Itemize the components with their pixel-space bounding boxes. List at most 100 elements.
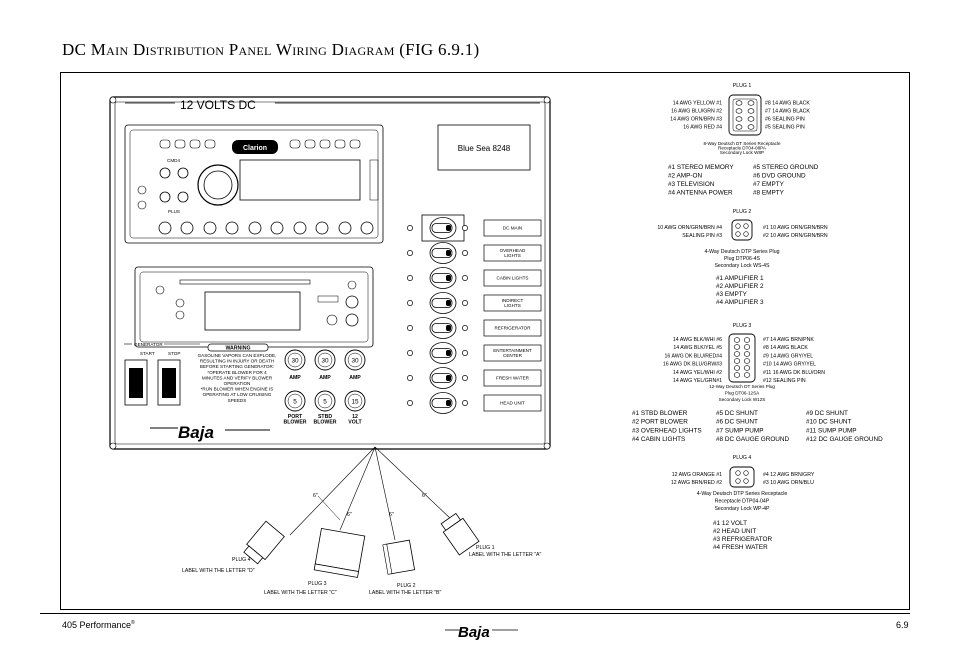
- connector-caption: Secondary Lock W12S: [719, 397, 766, 402]
- switch-label-box: [483, 319, 542, 337]
- generator-label: GENERATOR: [134, 342, 163, 347]
- pin-wire-label: #4 12 AWG BRN/GRY: [763, 472, 815, 478]
- switch-label: HEAD UNIT: [500, 401, 525, 406]
- connector-caption: Secondary Lock WS-4S: [714, 263, 770, 269]
- pin-wire-label: 14 AWG BLK/YEL #5: [673, 345, 722, 351]
- warning-text: GASOLINE VAPORS CAN EXPLODE,RESULTING IN…: [198, 353, 277, 403]
- pin-wire-label: 16 AWG BLU/GRN #2: [671, 109, 722, 115]
- radio-button-icon[interactable]: [177, 167, 189, 179]
- plug4-pinout: PLUG 4 12 AWG ORANGE #112 AWG BRN/RED #2…: [671, 455, 815, 551]
- footer-baja-logo: Baja: [458, 624, 490, 641]
- footer-model-text: 405 Performance: [62, 620, 132, 630]
- pin-wire-label: #7 14 AWG BRN/PNK: [763, 337, 814, 343]
- amp-label: AMP: [349, 375, 361, 381]
- warning-line: OPERATING AT LOW CRUISING: [203, 392, 272, 397]
- warning-line: *RUN BLOWER WHEN ENGINE IS: [201, 387, 274, 392]
- pin-function: #12 DC GAUGE GROUND: [806, 436, 883, 443]
- page-title: DC Main Distribution Panel Wiring Diagra…: [62, 40, 480, 59]
- dvd-display: [204, 291, 301, 331]
- pin-wire-label: #1 10 AWG ORN/GRN/BRN: [763, 225, 828, 231]
- amp-label: AMP: [319, 375, 331, 381]
- plug1-pinout: PLUG 1 14 AWG YELLOW #116 AWG BLU/GRN #2…: [668, 83, 819, 197]
- radio-button-icon[interactable]: [159, 191, 171, 203]
- stop-button-icon[interactable]: [175, 310, 185, 320]
- pin-function: #7 SUMP PUMP: [716, 427, 763, 434]
- breaker-rating: 15: [351, 399, 359, 406]
- footer-rule: [40, 613, 910, 614]
- plug1-name: PLUG 1: [476, 545, 495, 551]
- plug2-name: PLUG 2: [397, 583, 416, 589]
- pin-function: #4 CABIN LIGHTS: [632, 436, 685, 443]
- start-label: START: [140, 351, 155, 356]
- switch-label-box: [483, 244, 542, 262]
- breaker-ring: [317, 352, 333, 368]
- battery-monitor: [437, 124, 531, 171]
- indicator-led-icon: [407, 250, 413, 256]
- connector-caption: Secondary Lock WP-4P: [714, 506, 770, 512]
- plug2-title: PLUG 2: [733, 209, 752, 215]
- pin-wire-label: 16 AWG DK BLU/RED#4: [665, 353, 723, 359]
- breaker-label: STBD: [318, 414, 332, 420]
- pin-function: #1 STEREO MEMORY: [668, 164, 734, 171]
- pin-wire-label: 16 AWG DK BLU/GRW#3: [663, 362, 722, 368]
- connector-caption: 4-Way Deutsch DTP Series Plug: [705, 249, 780, 255]
- plug1-receptacle-icon: [728, 94, 762, 136]
- connector-caption: Receptacle DTP04-04P: [715, 499, 770, 505]
- toggle-knob: [446, 225, 451, 231]
- eject-button-icon[interactable]: [345, 295, 359, 309]
- pin-wire-label: #8 14 AWG BLACK: [763, 345, 808, 351]
- breaker-rating: 5: [293, 399, 297, 406]
- indicator-led-icon: [462, 350, 468, 356]
- pin-function: #2 PORT BLOWER: [632, 419, 688, 426]
- pin-function: #3 EMPTY: [716, 291, 748, 298]
- connector-caption: Plug DT06-12SA: [725, 390, 760, 395]
- pin-wire-label: #9 14 AWG GRY/YEL: [763, 353, 813, 359]
- connector-caption: 12-Way Deutsch DT Series Plug: [709, 384, 775, 389]
- connector-harness: 6" 6" 6" 6" PLUG 4 LABEL WITH THE LETTER…: [182, 446, 541, 596]
- switch-label: FRESH WATER: [496, 376, 530, 381]
- warning-line: GASOLINE VAPORS CAN EXPLODE,: [198, 353, 277, 358]
- radio-button-icon[interactable]: [177, 191, 189, 203]
- disc-slot: [179, 279, 311, 285]
- pin-wire-label: #6 SEALING PIN: [765, 117, 805, 123]
- cmd-label: CMD4: [167, 158, 180, 163]
- plug2-connector-icon: [382, 539, 416, 575]
- pin-function: #5 STEREO GROUND: [753, 164, 819, 171]
- pin-wire-label: 12 AWG BRN/RED #2: [671, 480, 722, 486]
- indicator-led-icon: [462, 275, 468, 281]
- breaker-rating: 30: [291, 358, 299, 365]
- warning-line: *OPERATE BLOWER FOR 4: [207, 370, 267, 375]
- plug4-label: LABEL WITH THE LETTER "D": [182, 568, 255, 574]
- breaker-ring: [287, 393, 303, 409]
- play-button-icon[interactable]: [175, 298, 185, 308]
- breaker-ring: [287, 352, 303, 368]
- switch-label-box: [483, 294, 542, 312]
- switch-label-box: [483, 394, 542, 412]
- radio-button-icon[interactable]: [159, 167, 171, 179]
- pin-function: #4 ANTENNA POWER: [668, 190, 733, 197]
- indicator-led-icon: [407, 375, 413, 381]
- toggle-knob: [446, 325, 451, 331]
- breaker-rating: 5: [323, 399, 327, 406]
- indicator-led-icon: [407, 350, 413, 356]
- power-button-icon[interactable]: [155, 285, 165, 295]
- length-label: 6": [313, 493, 318, 499]
- warning-line: BEFORE STARTING GENERATOR:: [200, 364, 274, 369]
- pin-function: #1 STBD BLOWER: [632, 410, 688, 417]
- radio-brand: Clarion: [243, 145, 267, 152]
- screw-icon: [543, 96, 551, 104]
- connector-caption: Receptacle DT04-08PA: [718, 146, 767, 151]
- connector-caption: 8-Way Deutsch DT Series Receptacle: [703, 141, 781, 146]
- diagram-frame: [60, 72, 910, 610]
- pin-function: #3 REFRIGERATOR: [713, 536, 772, 543]
- indicator-led-icon: [462, 225, 468, 231]
- indicator-led-icon: [462, 250, 468, 256]
- amp-label: AMP: [289, 375, 301, 381]
- plug3-title: PLUG 3: [733, 323, 752, 329]
- length-label: 6": [422, 493, 427, 499]
- pin-function: #1 12 VOLT: [713, 520, 747, 527]
